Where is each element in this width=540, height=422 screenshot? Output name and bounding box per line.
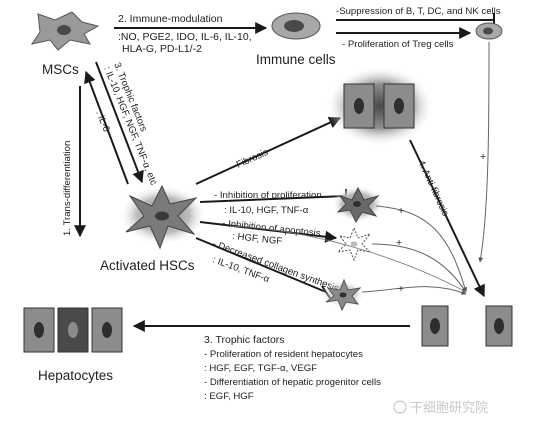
il6-label: : IL-6 xyxy=(93,109,111,133)
watermark-text: 干细胞研究院 xyxy=(410,400,488,415)
activated-hscs-label: Activated HSCs xyxy=(100,258,195,273)
watermark: 干细胞研究院 xyxy=(393,400,488,415)
inhibit-apopt-arrow xyxy=(199,221,338,243)
trophic-to-hsc-arrow xyxy=(95,61,144,184)
fibrosis-label: Fibrosis xyxy=(235,147,270,171)
apopt-plus-sign: + xyxy=(396,237,402,249)
transdifferentiation-label: 1. Trans-differentiation xyxy=(62,141,73,236)
trophic-to-hep-title: 3. Trophic factors xyxy=(204,334,285,346)
inhibit-apopt-factors: : HGF, NGF xyxy=(232,231,283,247)
suppression-text: -Suppression of B, T, DC, and NK cells xyxy=(336,6,501,17)
collagen-to-hep-curve xyxy=(361,286,467,295)
treg-cell-icon xyxy=(475,22,503,40)
trophic-to-hep-line4: : EGF, HGF xyxy=(204,391,254,402)
treg-text: - Proliferation of Treg cells xyxy=(342,39,454,50)
fibrosis-arrow xyxy=(195,117,342,185)
immunomodulation-title: 2. Immune-modulation xyxy=(118,13,223,25)
inhibit-prolif-text: - Inhibition of proliferation xyxy=(214,190,322,201)
low-collagen-hsc-icon xyxy=(321,278,365,312)
collagen-plus-sign: + xyxy=(398,283,404,295)
msc-cell-icon xyxy=(30,11,100,51)
trophic-to-hep-line1: - Proliferation of resident hepatocytes xyxy=(204,349,363,360)
prolif-plus-sign: + xyxy=(398,205,404,217)
hepatocytes-label: Hepatocytes xyxy=(38,368,113,383)
antifibrosis-arrow xyxy=(409,139,485,298)
hepatocytes-icon xyxy=(23,307,123,353)
watermark-icon xyxy=(393,400,407,414)
antifibrosis-label: 4. Anti-fibrosis xyxy=(415,159,451,218)
apoptotic-hsc-icon xyxy=(336,226,372,262)
immune-cell-icon xyxy=(271,12,321,40)
collagen-line xyxy=(195,237,327,293)
trophic-to-hep-line3: - Differentiation of hepatic progenitor … xyxy=(204,377,381,388)
hsc-to-hep-curve xyxy=(229,225,467,293)
immunomodulation-factors-1: :NO, PGE2, IDO, IL-6, IL-10, xyxy=(118,31,252,43)
proliferating-hsc-icon xyxy=(332,186,384,224)
healthy-hepatocytes-icon xyxy=(421,305,513,347)
inhibit-prolif-factors: : IL-10, HGF, TNF-α xyxy=(224,205,309,216)
prolif-to-hep-curve xyxy=(375,205,468,293)
apopt-to-hep-curve xyxy=(371,243,467,293)
immune-cells-label: Immune cells xyxy=(256,52,336,67)
trophic-to-hep-line2: : HGF, EGF, TGF-α, VEGF xyxy=(204,363,317,374)
fibrotic-hepatocytes-icon xyxy=(326,66,434,146)
treg-plus-sign: + xyxy=(480,151,486,163)
immunomodulation-factors-2: HLA-G, PD-L1/-2 xyxy=(122,43,202,55)
activated-hsc-icon xyxy=(119,184,207,250)
il6-arrow xyxy=(84,70,129,185)
inhibit-prolif-line xyxy=(199,195,347,203)
mscs-label: MSCs xyxy=(42,62,79,77)
treg-to-antifibrosis-line xyxy=(478,41,490,263)
